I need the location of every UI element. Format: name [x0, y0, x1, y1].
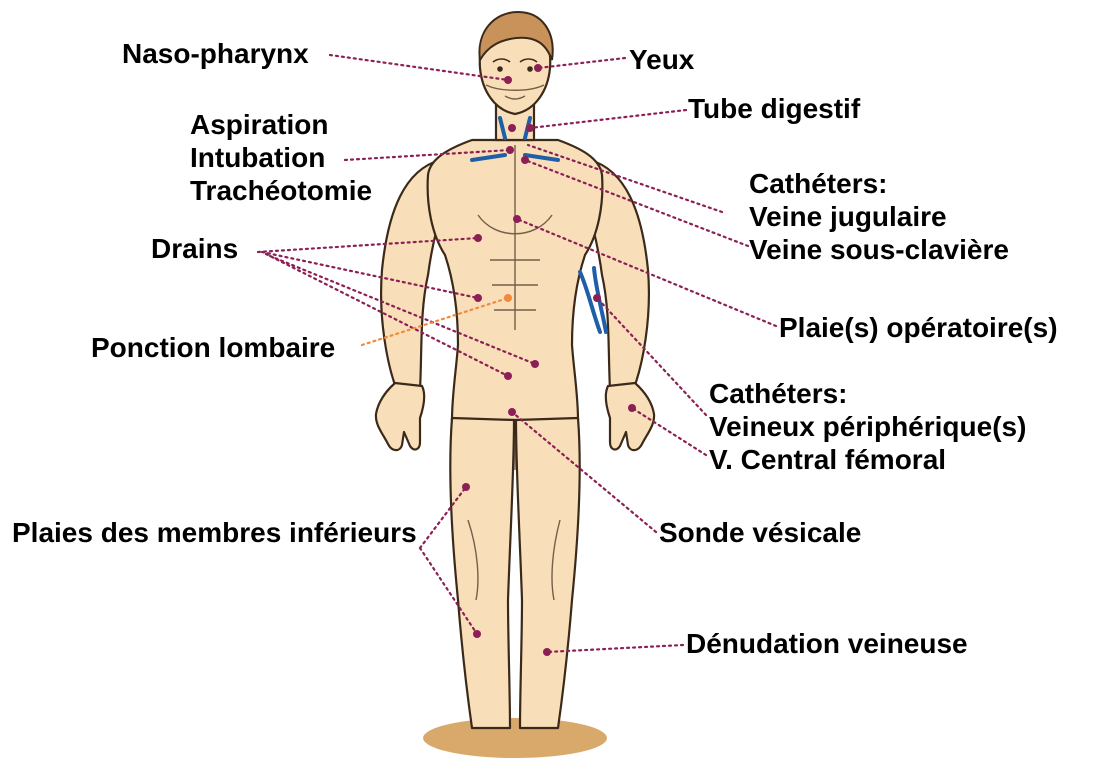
- label-drains: Drains: [151, 233, 239, 264]
- label-tracheotomie: Trachéotomie: [190, 175, 373, 206]
- marker-drain-flank: [474, 294, 482, 302]
- hair: [478, 10, 554, 64]
- leader-intubation: [343, 148, 512, 162]
- marker-thigh: [462, 483, 470, 491]
- label-catheters-heading-2: Cathéters:: [709, 378, 848, 409]
- marker-trachea: [506, 146, 514, 154]
- marker-ankle: [543, 648, 551, 656]
- leader-naso-pharynx: [328, 53, 510, 82]
- leader-v-central-femoral: [630, 406, 708, 457]
- marker-nose: [504, 76, 512, 84]
- marker-neck: [526, 124, 534, 132]
- marker-bladder: [508, 408, 516, 416]
- leader-yeux: [536, 56, 627, 70]
- label-plaies-membres-inferieurs: Plaies des membres inférieurs: [12, 517, 417, 548]
- marker-chest: [513, 215, 521, 223]
- label-catheters-peripheral: Cathéters: Veineux périphérique(s) V. Ce…: [709, 377, 1026, 476]
- label-veineux-peripheriques: Veineux périphérique(s): [709, 411, 1027, 442]
- label-naso-pharynx: Naso-pharynx: [122, 38, 309, 69]
- leader-plaies-membres: [418, 485, 468, 550]
- label-catheters-central: Cathéters: Veine jugulaire Veine sous-cl…: [749, 167, 1009, 266]
- marker-wrist: [628, 404, 636, 412]
- marker-drain-hip: [531, 360, 539, 368]
- body-silhouette: [374, 16, 656, 730]
- label-sonde-vesicale: Sonde vésicale: [659, 517, 862, 548]
- leader-drains-hip: [268, 254, 537, 366]
- marker-shin: [473, 630, 481, 638]
- leader-veineux-peripheriques: [595, 296, 708, 417]
- marker-lumbar: [504, 294, 512, 302]
- label-veine-sous-claviere: Veine sous-clavière: [749, 234, 1009, 265]
- marker-drain-groin: [504, 372, 512, 380]
- leader-drains-flank: [260, 250, 480, 300]
- label-catheters-heading: Cathéters:: [749, 168, 888, 199]
- face-features: [492, 58, 538, 72]
- leader-plaies-membres-2: [418, 546, 479, 636]
- leader-sonde-vesicale: [510, 410, 658, 534]
- anatomy-details: [467, 84, 561, 601]
- leader-lines: [256, 53, 778, 654]
- marker-throat: [508, 124, 516, 132]
- label-ponction-lombaire: Ponction lombaire: [91, 332, 336, 363]
- leader-tube-digestif: [528, 108, 688, 130]
- label-intubation: Intubation: [190, 142, 326, 173]
- leader-denudation-veineuse: [545, 643, 685, 654]
- label-yeux: Yeux: [629, 44, 695, 75]
- leader-plaies-operatoires: [515, 217, 778, 328]
- marker-arm: [593, 294, 601, 302]
- label-aspiration-intubation-tracheotomie: Aspiration Intubation Trachéotomie: [190, 108, 372, 207]
- leader-veine-sous-claviere: [523, 158, 750, 248]
- marker-drain-chest: [474, 234, 482, 242]
- ground-shadow: [423, 718, 607, 758]
- leader-veine-jugulaire: [526, 143, 724, 214]
- marker-dots: [462, 64, 636, 656]
- label-denudation-veineuse: Dénudation veineuse: [686, 628, 968, 659]
- label-v-central-femoral: V. Central fémoral: [709, 444, 947, 475]
- label-tube-digestif: Tube digestif: [688, 93, 861, 124]
- label-plaies-operatoires: Plaie(s) opératoire(s): [779, 312, 1058, 343]
- leader-ponction-lombaire: [360, 296, 510, 347]
- leader-drains-chest: [256, 236, 480, 254]
- marker-subclavian: [521, 156, 529, 164]
- marker-eye: [534, 64, 542, 72]
- label-aspiration: Aspiration: [190, 109, 329, 140]
- label-veine-jugulaire: Veine jugulaire: [749, 201, 947, 232]
